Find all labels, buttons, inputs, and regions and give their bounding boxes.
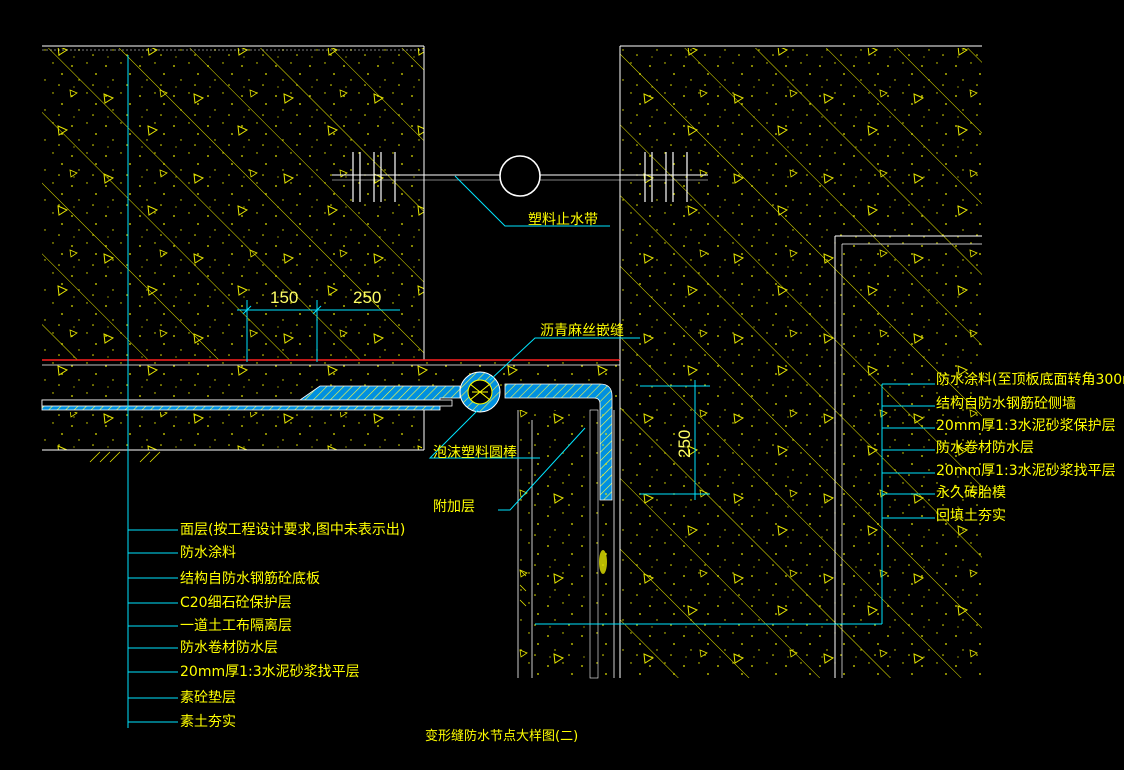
wall-legend: 防水涂料(至顶板底面转角300mm) 结构自防水钢筋砼侧墙 20mm厚1:3水泥… [936, 372, 1124, 524]
floor-legend-item: 结构自防水钢筋砼底板 [180, 570, 320, 587]
vertical-joint [504, 360, 621, 679]
wall-legend-item: 20mm厚1:3水泥砂浆找平层 [936, 463, 1116, 479]
dim-150: 150 [270, 288, 298, 307]
floor-legend-item: 一道土工布隔离层 [180, 617, 292, 634]
dimension-lines [237, 300, 710, 500]
wall-legend-item: 结构自防水钢筋砼侧墙 [936, 395, 1076, 412]
floor-legend-item: 防水卷材防水层 [180, 640, 278, 656]
wall-legend-item: 防水涂料(至顶板底面转角300mm) [936, 372, 1124, 388]
floor-legend: 面层(按工程设计要求,图中未表示出) 防水涂料 结构自防水钢筋砼底板 C20细石… [180, 522, 405, 730]
foam-rod [459, 371, 501, 413]
floor-legend-item: 20mm厚1:3水泥砂浆找平层 [180, 664, 360, 680]
dim-250-horizontal: 250 [353, 288, 381, 307]
left-wall-concrete [42, 45, 425, 360]
floor-legend-item: 防水涂料 [180, 545, 236, 561]
label-additional-layer: 附加层 [433, 499, 475, 515]
wall-legend-item: 防水卷材防水层 [936, 440, 1034, 456]
dim-250-vertical: 250 [675, 430, 694, 458]
floor-legend-item: C20细石砼保护层 [180, 595, 292, 611]
label-asphalt-rope: 沥青麻丝嵌缝 [540, 323, 624, 339]
drawing-title: 变形缝防水节点大样图(二) [425, 728, 578, 744]
floor-legend-item: 素砼垫层 [180, 690, 236, 706]
wall-legend-item: 回填土夯实 [936, 508, 1006, 524]
floor-legend-item: 素土夯实 [180, 714, 236, 730]
label-foam-rod: 泡沫塑料圆棒 [433, 445, 517, 461]
wall-legend-item: 20mm厚1:3水泥砂浆保护层 [936, 418, 1116, 434]
waterproof-membrane-horizontal [41, 385, 461, 411]
leader-lines [127, 55, 935, 728]
right-wall-concrete [619, 45, 982, 678]
floor-legend-leaders [128, 529, 178, 723]
waterstop [332, 152, 708, 202]
label-waterstop: 塑料止水带 [528, 212, 598, 228]
wall-legend-leaders [882, 405, 935, 519]
floor-legend-item: 面层(按工程设计要求,图中未表示出) [180, 522, 405, 538]
wall-legend-item: 永久砖胎模 [936, 485, 1006, 501]
